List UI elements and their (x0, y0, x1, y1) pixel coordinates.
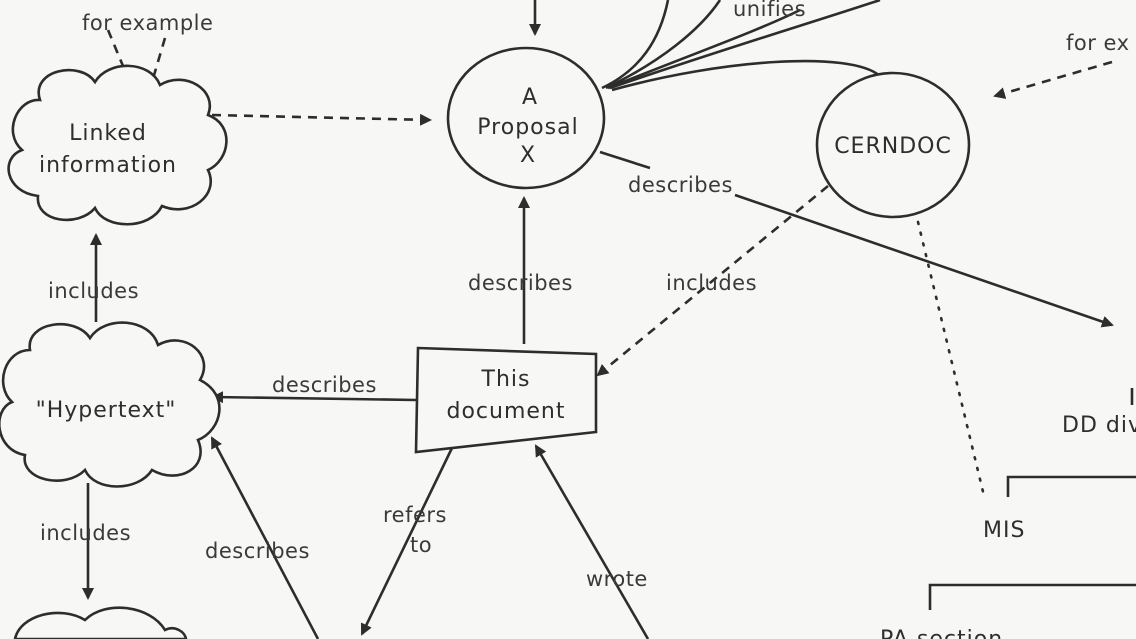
label-proposal-describes-right: describes (628, 173, 733, 197)
label-includes-linked: includes (48, 279, 139, 303)
node-hypertext-label: "Hypertext" (36, 398, 177, 423)
label-describes-this-doc-to-hypertext: describes (272, 373, 377, 397)
label-unifies: unifies (733, 0, 806, 21)
edge-wrote (534, 444, 650, 639)
label-for-example-top-right: for ex (1066, 31, 1130, 55)
node-this-document-line-1: This (481, 367, 531, 392)
label-includes-hypertext: includes (40, 521, 131, 545)
edge-bottom-describes-hypertext (210, 436, 320, 639)
node-linked-information: Linked information (7, 64, 228, 226)
node-this-document-line-2: document (447, 399, 566, 424)
edge-cerndoc-to-mis (916, 220, 987, 502)
label-describes-this-doc-to-proposal: describes (468, 271, 573, 295)
node-proposal-line-3: X (520, 143, 536, 168)
edge-proposal-describes-right (599, 150, 1112, 325)
node-hypertext: "Hypertext" (0, 321, 221, 488)
node-this-document: This document (414, 346, 598, 454)
label-wrote: wrote (586, 567, 648, 591)
edge-unifies (601, 0, 881, 92)
label-describes-bottom: describes (205, 539, 310, 563)
node-pa-section-label: PA section (880, 627, 1003, 639)
label-includes-cerndoc: includes (666, 271, 757, 295)
node-linked-information-line-1: Linked (69, 121, 147, 146)
edge-refers-to (360, 447, 454, 636)
edge-cerndoc-includes-this-doc (596, 184, 829, 377)
org-tree-lines (928, 475, 1136, 610)
edge-linked-to-proposal (211, 113, 432, 126)
label-to: to (410, 533, 432, 557)
node-mis-label: MIS (983, 518, 1025, 543)
node-proposal-line-2: Proposal (477, 115, 578, 140)
label-for-example-top-left: for example (82, 11, 213, 35)
node-linked-information-line-2: information (39, 153, 177, 178)
label-refers: refers (383, 503, 447, 527)
edge-for-example-top-right (993, 60, 1113, 99)
node-proposal-line-1: A (522, 85, 538, 110)
node-proposal: A Proposal X (446, 46, 606, 190)
node-dd-division: DD div (1062, 388, 1136, 438)
node-cerndoc: CERNDOC (815, 71, 971, 219)
node-cerndoc-label: CERNDOC (834, 134, 952, 159)
node-dd-division-label: DD div (1062, 413, 1136, 438)
node-bottom-left-cloud-partial (13, 606, 188, 639)
edge-this-doc-to-hypertext (211, 391, 417, 404)
